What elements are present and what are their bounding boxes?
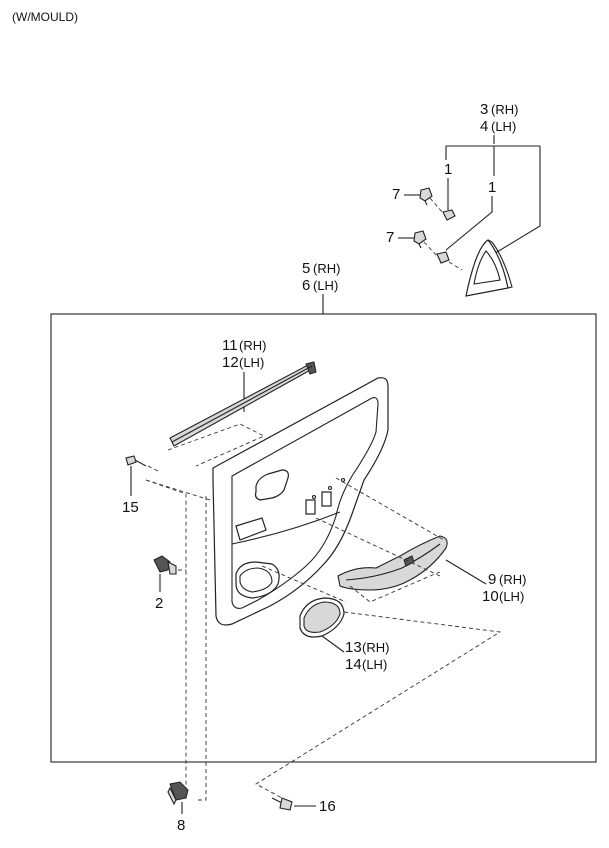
- clip-7b: [413, 230, 427, 249]
- screw-16: [271, 797, 293, 811]
- callout-16: 16: [319, 798, 336, 815]
- leader-1b: [445, 196, 493, 251]
- guide-handle: [315, 477, 445, 603]
- callout-13-num: 13: [345, 639, 362, 656]
- callout-11-side: (RH): [239, 338, 266, 353]
- callout-12-num: 12: [222, 354, 239, 371]
- callout-7b: 7: [386, 229, 394, 246]
- guide-trim-clips: [145, 423, 266, 801]
- callout-5-num: 5: [302, 260, 310, 277]
- callout-2: 2: [155, 595, 163, 612]
- callout-9-side: (RH): [499, 572, 526, 587]
- screw-1b: [436, 251, 450, 264]
- guide-15: [145, 465, 211, 501]
- clip-8: [167, 781, 189, 806]
- callout-4-num: 4: [480, 118, 488, 135]
- callout-4-side: (LH): [491, 119, 516, 134]
- callout-14-side: (LH): [362, 657, 387, 672]
- clip-7a: [419, 187, 433, 206]
- callout-7a: 7: [392, 186, 400, 203]
- mirror-garnish: [465, 239, 513, 297]
- weatherstrip: [169, 361, 317, 447]
- leader-13-14: [321, 635, 345, 653]
- callout-13-side: (RH): [362, 640, 389, 655]
- guide-grille: [255, 565, 502, 799]
- pull-handle: [337, 535, 448, 591]
- callout-3-side: (RH): [491, 102, 518, 117]
- guide-7a: [429, 197, 444, 214]
- variant-note: (W/MOULD): [12, 10, 78, 24]
- guide-1b: [448, 261, 463, 271]
- callout-12-side: (LH): [239, 355, 264, 370]
- callout-6-side: (LH): [313, 278, 338, 293]
- speaker-grille: [299, 597, 345, 638]
- callout-6-num: 6: [302, 277, 310, 294]
- callout-5-side: (RH): [313, 261, 340, 276]
- callout-1a: 1: [444, 161, 452, 178]
- screw-15: [125, 455, 147, 467]
- leader-3-4: [445, 135, 541, 256]
- clip-2: [153, 555, 177, 575]
- guide-7b: [423, 241, 438, 257]
- callout-3-num: 3: [480, 101, 488, 118]
- callout-15: 15: [122, 499, 139, 516]
- callout-1b: 1: [488, 179, 496, 196]
- callout-9-num: 9: [488, 571, 496, 588]
- callout-3-4: 3 (RH) 4 (LH): [480, 101, 518, 135]
- callout-14-num: 14: [345, 656, 362, 673]
- screw-1a: [442, 209, 456, 221]
- callout-10-num: 10: [482, 588, 499, 605]
- callout-11-num: 11: [222, 337, 238, 354]
- leader-9-10: [445, 559, 487, 585]
- callout-8: 8: [177, 817, 185, 834]
- door-trim-panel: [212, 377, 389, 626]
- callout-10-side: (LH): [499, 589, 524, 604]
